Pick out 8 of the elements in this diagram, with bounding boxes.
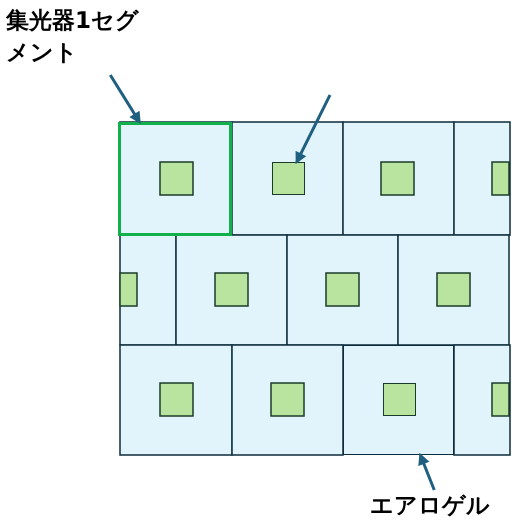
segment-label: 集光器1セグメント bbox=[6, 5, 156, 69]
sensor-square bbox=[272, 162, 305, 195]
highlighted-segment-outline bbox=[118, 122, 232, 236]
leader-arrow bbox=[295, 94, 332, 164]
aerogel-label: エアロゲル bbox=[370, 490, 490, 522]
aerogel-tile bbox=[343, 345, 454, 455]
leader-arrow bbox=[418, 452, 436, 491]
leader-arrow bbox=[109, 74, 141, 124]
